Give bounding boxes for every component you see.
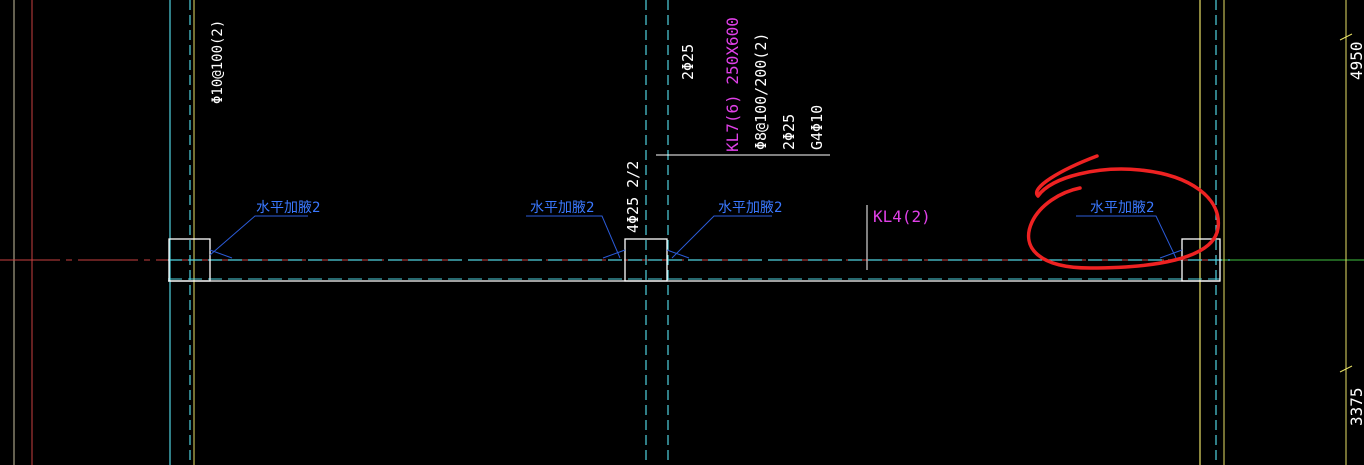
haunch-label-4[interactable]: 水平加腋2: [1090, 200, 1154, 216]
column-box-right[interactable]: [1181, 238, 1221, 282]
haunch-leader-3: [671, 215, 772, 259]
beam-kl7-side-bars-text[interactable]: G4Φ10: [808, 105, 826, 150]
beam-kl4-label[interactable]: KL4(2): [873, 207, 931, 226]
haunch-leader-1: [209, 215, 308, 256]
red-markup-circle: [1026, 154, 1220, 270]
haunch-leader-2: [526, 215, 621, 259]
haunch-line-2: [602, 249, 626, 259]
haunch-line-4: [1159, 249, 1183, 259]
dimension-text-bottom[interactable]: 3375: [1347, 387, 1364, 426]
haunch-line-3: [666, 249, 690, 259]
haunch-label-1[interactable]: 水平加腋2: [256, 200, 320, 216]
dimension-text-top[interactable]: 4950: [1347, 41, 1364, 80]
haunch-label-2[interactable]: 水平加腋2: [530, 200, 594, 216]
column-stirrup-text[interactable]: Φ10@100(2): [210, 20, 226, 104]
dimension-tick-top: [1339, 33, 1353, 41]
top-bars-text[interactable]: 2Φ25: [679, 44, 697, 80]
beam-kl7-bars-text[interactable]: 2Φ25: [780, 114, 798, 150]
column-box-mid[interactable]: [624, 238, 668, 282]
haunch-label-3[interactable]: 水平加腋2: [718, 200, 782, 216]
beam-kl7-stirrup-text[interactable]: Φ8@100/200(2): [752, 33, 770, 150]
bottom-bars-text[interactable]: 4Φ25 2/2: [624, 161, 642, 233]
dimension-tick-bottom: [1339, 365, 1353, 373]
haunch-leader-4: [1076, 215, 1177, 259]
column-box-left[interactable]: [168, 238, 211, 282]
beam-kl7-name-text[interactable]: KL7(6) 250X600: [723, 17, 742, 152]
